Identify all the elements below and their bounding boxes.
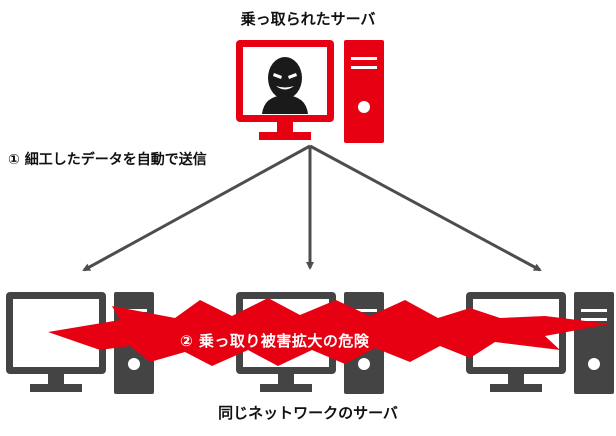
hacker-icon xyxy=(262,57,308,114)
damage-burst-shape xyxy=(48,298,610,366)
network-servers-title: 同じネットワークのサーバ xyxy=(218,404,398,422)
send-data-label: ① 細工したデータを自動で送信 xyxy=(8,152,207,168)
damage-spread-label: ② 乗っ取り被害拡大の危険 xyxy=(180,332,370,350)
hijacked-server-icon xyxy=(236,40,384,143)
hijacked-server-title: 乗っ取られたサーバ xyxy=(240,10,376,28)
arrow-to-left-server xyxy=(82,144,311,272)
arrow-to-right-server xyxy=(309,144,542,272)
send-arrows xyxy=(82,144,542,272)
